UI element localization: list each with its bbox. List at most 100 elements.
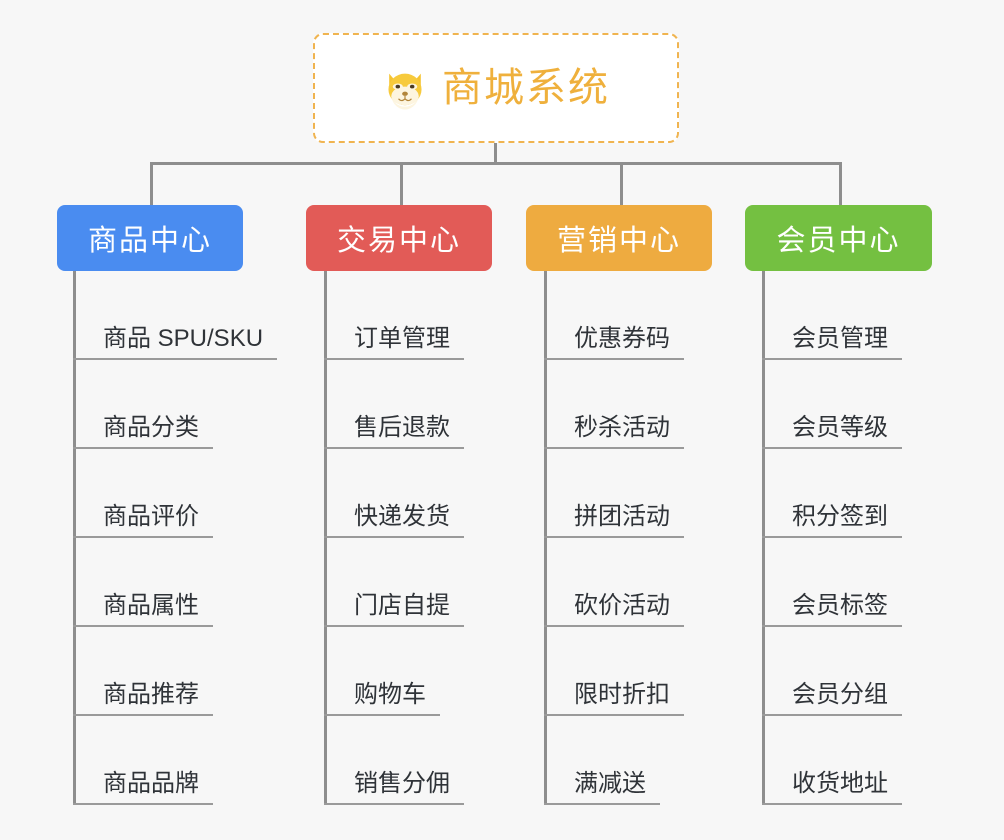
list-item[interactable]: 收货地址 [762,716,975,805]
leaf-label: 秒杀活动 [574,414,670,441]
leaf-list-transaction-center: 订单管理 售后退款 快递发货 门店自提 购物车 销售分佣 [324,271,536,805]
leaf-label: 会员标签 [792,592,888,619]
leaf-label: 会员管理 [792,325,888,352]
list-item[interactable]: 积分签到 [762,449,975,538]
list-item[interactable]: 优惠券码 [544,271,756,360]
category-header-label: 会员中心 [776,225,901,257]
column-trunk [73,271,76,805]
leaf-underline [544,536,684,538]
root-title: 商城系统 [442,66,610,110]
list-item[interactable]: 购物车 [324,627,536,716]
list-item[interactable]: 商品属性 [73,538,307,627]
leaf-underline [73,447,213,449]
list-item[interactable]: 商品推荐 [73,627,307,716]
category-header-label: 交易中心 [336,225,461,257]
column-trunk [762,271,765,805]
leaf-underline [762,803,902,805]
leaf-underline [544,803,660,805]
connector-drop-3 [620,162,623,208]
leaf-underline [544,625,684,627]
leaf-label: 商品推荐 [103,681,199,708]
connector-drop-2 [400,162,403,208]
leaf-underline [324,803,464,805]
leaf-label: 商品 SPU/SKU [103,325,264,352]
list-item[interactable]: 砍价活动 [544,538,756,627]
list-item[interactable]: 商品分类 [73,360,307,449]
category-header-member-center[interactable]: 会员中心 [745,205,932,271]
leaf-label: 商品分类 [103,414,199,441]
list-item[interactable]: 商品品牌 [73,716,307,805]
column-trunk [544,271,547,805]
list-item[interactable]: 会员管理 [762,271,975,360]
column-member-center: 会员中心 会员管理 会员等级 积分签到 会员标签 会员分组 [745,205,975,805]
leaf-underline [762,536,902,538]
category-header-transaction-center[interactable]: 交易中心 [306,205,492,271]
list-item[interactable]: 商品评价 [73,449,307,538]
leaf-list-member-center: 会员管理 会员等级 积分签到 会员标签 会员分组 收货地址 [762,271,975,805]
list-item[interactable]: 销售分佣 [324,716,536,805]
leaf-label: 销售分佣 [354,770,450,797]
connector-root-stem [494,143,497,164]
leaf-underline [73,714,213,716]
column-product-center: 商品中心 商品 SPU/SKU 商品分类 商品评价 商品属性 商品推荐 [57,205,307,805]
leaf-label: 满减送 [574,770,646,797]
leaf-underline [762,358,902,360]
list-item[interactable]: 限时折扣 [544,627,756,716]
leaf-underline [73,625,213,627]
connector-horizontal-bus [151,162,841,165]
leaf-label: 商品品牌 [103,770,199,797]
leaf-underline [544,358,684,360]
dog-face-icon [388,73,422,110]
leaf-underline [544,447,684,449]
leaf-label: 商品属性 [103,592,199,619]
list-item[interactable]: 满减送 [544,716,756,805]
leaf-label: 收货地址 [792,770,888,797]
leaf-label: 砍价活动 [574,592,670,619]
list-item[interactable]: 商品 SPU/SKU [73,271,307,360]
leaf-underline [73,803,213,805]
list-item[interactable]: 秒杀活动 [544,360,756,449]
leaf-label: 商品评价 [103,503,199,530]
leaf-underline [324,447,464,449]
leaf-label: 快递发货 [354,503,450,530]
list-item[interactable]: 快递发货 [324,449,536,538]
category-header-label: 商品中心 [87,225,212,257]
root-node[interactable]: 商城系统 [313,33,679,143]
leaf-label: 会员等级 [792,414,888,441]
leaf-label: 优惠券码 [574,325,670,352]
leaf-underline [544,714,684,716]
leaf-label: 订单管理 [354,325,450,352]
list-item[interactable]: 订单管理 [324,271,536,360]
connector-drop-1 [150,162,153,208]
leaf-label: 售后退款 [354,414,450,441]
leaf-underline [73,358,277,360]
column-trunk [324,271,327,805]
leaf-label: 积分签到 [792,503,888,530]
leaf-underline [324,714,440,716]
category-header-product-center[interactable]: 商品中心 [57,205,243,271]
leaf-underline [324,536,464,538]
leaf-underline [324,625,464,627]
leaf-label: 限时折扣 [574,681,670,708]
leaf-list-marketing-center: 优惠券码 秒杀活动 拼团活动 砍价活动 限时折扣 满减送 [544,271,756,805]
list-item[interactable]: 会员标签 [762,538,975,627]
list-item[interactable]: 门店自提 [324,538,536,627]
leaf-underline [762,714,902,716]
leaf-underline [324,358,464,360]
list-item[interactable]: 售后退款 [324,360,536,449]
leaf-label: 门店自提 [354,592,450,619]
category-header-marketing-center[interactable]: 营销中心 [526,205,712,271]
leaf-underline [762,625,902,627]
leaf-label: 拼团活动 [574,503,670,530]
category-header-label: 营销中心 [556,225,681,257]
leaf-underline [73,536,213,538]
column-transaction-center: 交易中心 订单管理 售后退款 快递发货 门店自提 购物车 [306,205,536,805]
connector-drop-4 [839,162,842,208]
list-item[interactable]: 会员等级 [762,360,975,449]
leaf-label: 购物车 [354,681,426,708]
column-marketing-center: 营销中心 优惠券码 秒杀活动 拼团活动 砍价活动 限时折扣 [526,205,756,805]
list-item[interactable]: 拼团活动 [544,449,756,538]
list-item[interactable]: 会员分组 [762,627,975,716]
leaf-list-product-center: 商品 SPU/SKU 商品分类 商品评价 商品属性 商品推荐 商品品牌 [73,271,307,805]
